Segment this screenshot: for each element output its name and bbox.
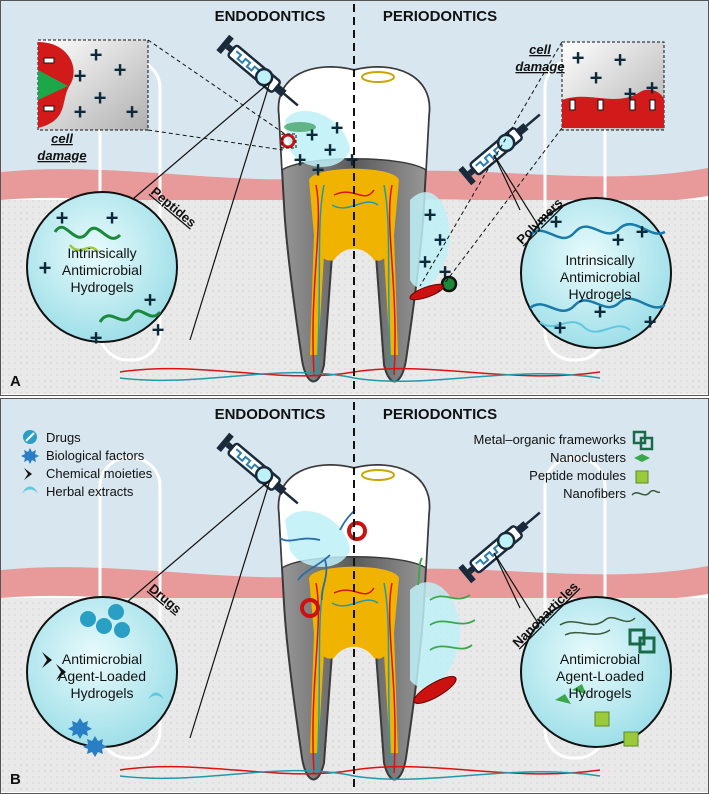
- hydrogel-circle-nanoparticles: Antimicrobial Agent-Loaded Hydrogels: [520, 596, 672, 748]
- circle-text-line: Hydrogels: [70, 685, 133, 701]
- legend-label: Nanofibers: [563, 486, 626, 501]
- periodontics-header: PERIODONTICS: [383, 406, 497, 423]
- cell-damage-label: damage: [37, 148, 86, 163]
- connector-line: [119, 479, 271, 609]
- connector-line: [493, 154, 521, 211]
- nanofiber-icon: [631, 489, 661, 496]
- left-legend: Drugs Biological factors Chemical moieti…: [21, 430, 153, 499]
- legend-label: Herbal extracts: [46, 484, 134, 499]
- legend-label: Biological factors: [46, 448, 145, 463]
- cell-damage-label: cell: [529, 42, 551, 57]
- hydrogel-perio: [410, 582, 460, 688]
- circle-text-line: Hydrogels: [70, 279, 133, 295]
- circle-text-line: Antimicrobial: [560, 651, 640, 667]
- endodontics-header: ENDODONTICS: [215, 8, 326, 25]
- zoom-line: [419, 41, 563, 287]
- legend-label: Metal–organic frameworks: [474, 432, 627, 447]
- zoom-target: [281, 133, 297, 149]
- bacterium-rod: [409, 283, 445, 301]
- legend-label: Drugs: [46, 430, 81, 445]
- diffusion-arrows-green: [417, 557, 476, 651]
- legend-label: Peptide modules: [529, 468, 626, 483]
- hydrogel-circle-polymers: Intrinsically Antimicrobial Hydrogels: [520, 197, 672, 349]
- chemical-moiety-icon: [24, 468, 32, 480]
- halo: [361, 71, 395, 83]
- circle-text-line: Intrinsically: [67, 245, 136, 261]
- hydrogel-circle-peptides: Intrinsically Antimicrobial Hydrogels: [26, 191, 178, 351]
- bacterium: [280, 133, 296, 149]
- bacterium-rod: [413, 676, 457, 704]
- bacterium: [300, 598, 320, 618]
- bacterium: [347, 521, 367, 541]
- halo: [361, 469, 395, 481]
- peptide-module-icon: [635, 470, 649, 484]
- panel-a: Intrinsically Antimicrobial Hydrogels In…: [1, 1, 708, 394]
- circle-text-line: Hydrogels: [568, 286, 631, 302]
- zoom-line: [437, 127, 563, 293]
- nerve-blue: [119, 371, 601, 383]
- zoom-line: [147, 129, 284, 151]
- connector-line: [119, 81, 271, 211]
- zoom-box-perio: [561, 41, 665, 131]
- right-legend: Metal–organic frameworks Nanoclusters Pe…: [474, 430, 661, 501]
- legend-label: Chemical moieties: [46, 466, 153, 481]
- circle-text-line: Agent-Loaded: [58, 668, 146, 684]
- connector-line: [189, 81, 271, 341]
- cell-damage-label: cell: [51, 131, 73, 146]
- circle-text-line: Antimicrobial: [62, 651, 142, 667]
- cell-damage-label: damage: [515, 59, 564, 74]
- zoom-box-endo: [37, 39, 149, 131]
- connector-line: [493, 552, 521, 609]
- bacterium-green: [440, 275, 458, 293]
- nanocluster-icon: [634, 454, 650, 462]
- endodontics-header: ENDODONTICS: [215, 406, 326, 423]
- connector-line: [189, 479, 271, 739]
- circle-text-line: Hydrogels: [568, 685, 631, 701]
- panel-b: Drugs Biological factors Chemical moieti…: [1, 399, 708, 792]
- biological-factor-icon: [21, 448, 39, 464]
- hydrogel-circle-drugs: Antimicrobial Agent-Loaded Hydrogels: [26, 596, 178, 757]
- panel-letter: A: [10, 373, 21, 390]
- periodontics-header: PERIODONTICS: [383, 8, 497, 25]
- herbal-extract-icon: [22, 486, 38, 494]
- panel-letter: B: [10, 771, 21, 788]
- biofilm: [284, 122, 316, 132]
- circle-text-line: Intrinsically: [565, 252, 634, 268]
- circle-text-line: Agent-Loaded: [556, 668, 644, 684]
- circle-text-line: Antimicrobial: [62, 262, 142, 278]
- legend-label: Nanoclusters: [550, 450, 626, 465]
- nerve-blue: [119, 769, 601, 781]
- circle-text-line: Antimicrobial: [560, 269, 640, 285]
